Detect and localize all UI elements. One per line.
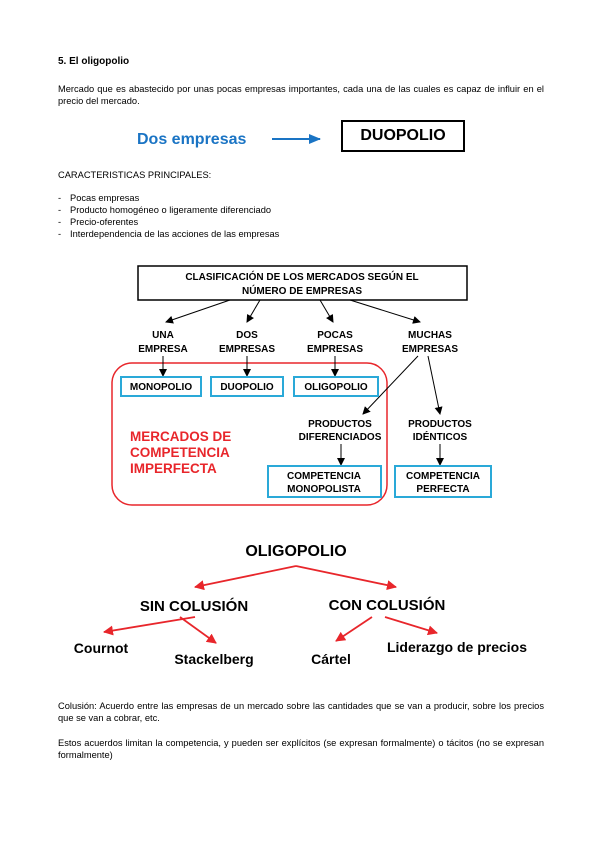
duopolio-label: DUOPOLIO [220,382,274,393]
monopolio-box [120,376,202,397]
caracteristicas-title: CARACTERISTICAS PRINCIPALES: [58,170,212,180]
dos-empresas-label: Dos empresas [137,131,247,148]
imperfecta-line1: MERCADOS DE [130,429,231,444]
arrow-icon [349,299,421,324]
oligopolio-small-box [293,376,379,397]
prod-ide-line2: IDÉNTICOS [413,430,468,443]
con-colusion-label: CON COLUSIÓN [329,596,446,614]
classification-title-line1: CLASIFICACIÓN DE LOS MERCADOS SEGÚN EL [185,270,418,283]
list-item: Producto homogéneo o ligeramente diferen… [58,204,279,216]
monopolio-label: MONOPOLIO [130,382,192,393]
muchas-line1: MUCHAS [408,330,452,341]
competencia-perfecta-box [394,465,492,498]
stackelberg-label: Stackelberg [174,651,253,667]
arrow-icon [103,616,196,636]
sin-colusion-label: SIN COLUSIÓN [140,597,248,615]
una-line1: UNA [152,330,174,341]
prod-ide-line1: PRODUCTOS [408,419,472,430]
classification-title-line2: NÚMERO DE EMPRESAS [242,284,362,297]
duopolio-small-box [210,376,284,397]
pocas-line1: POCAS [317,330,353,341]
cournot-label: Cournot [74,640,129,656]
arrow-icon [384,616,438,636]
comp-per-line1: COMPETENCIA [406,471,480,482]
list-item: Precio-oferentes [58,216,279,228]
intro-paragraph: Mercado que es abastecido por unas pocas… [58,84,544,106]
classification-title-box [137,265,468,301]
arrow-icon [165,299,231,324]
colusion-paragraph: Colusión: Acuerdo entre las empresas de … [58,701,544,723]
dos-line1: DOS [236,330,258,341]
section-title: 5. El oligopolio [58,56,130,67]
arrow-icon [246,299,261,323]
arrow-icon [335,616,373,642]
arrow-icon [362,355,419,415]
una-line2: EMPRESA [138,344,187,355]
acuerdos-paragraph: Estos acuerdos limitan la competencia, y… [58,738,544,760]
arrow-icon [194,565,297,591]
comp-mon-line2: MONOPOLISTA [287,484,361,495]
comp-mon-line1: COMPETENCIA [287,471,361,482]
arrow-icon [427,355,443,415]
caracteristicas-list: Pocas empresas Producto homogéneo o lige… [58,192,279,240]
imperfecta-line2: COMPETENCIA [130,445,230,460]
cartel-label: Cártel [311,651,351,667]
arrow-icon [295,565,397,591]
imperfect-competition-frame [111,362,388,506]
oligopolio-label: OLIGOPOLIO [304,382,368,393]
list-item: Pocas empresas [58,192,279,204]
dos-line2: EMPRESAS [219,344,275,355]
prod-dif-line1: PRODUCTOS [308,419,372,430]
arrow-icon [179,616,217,644]
liderazgo-label: Liderazgo de precios [387,639,527,655]
list-item: Interdependencia de las acciones de las … [58,228,279,240]
competencia-monopolista-box [267,465,382,498]
imperfecta-line3: IMPERFECTA [130,461,217,476]
duopolio-box: DUOPOLIO [341,120,465,152]
comp-per-line2: PERFECTA [416,484,469,495]
oligopolio-root: OLIGOPOLIO [245,543,346,560]
muchas-line2: EMPRESAS [402,344,458,355]
pocas-line2: EMPRESAS [307,344,363,355]
prod-dif-line2: DIFERENCIADOS [299,432,382,443]
arrow-icon [319,299,334,323]
